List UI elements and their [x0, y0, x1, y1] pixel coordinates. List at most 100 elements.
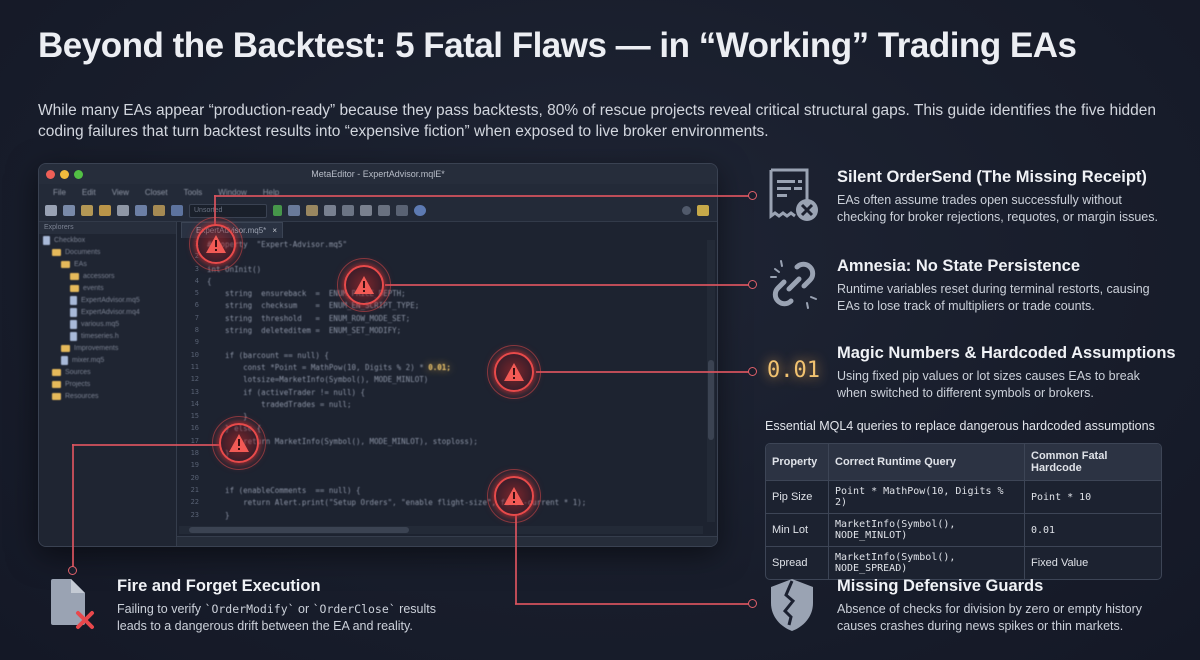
line-number: 20: [190, 473, 199, 482]
line-number: 15: [190, 412, 199, 421]
menu-edit[interactable]: Edit: [81, 187, 96, 197]
connector-line-1: [214, 195, 754, 197]
header-property: Property: [766, 444, 829, 480]
tester-icon[interactable]: [324, 205, 336, 216]
table-row: Pip Size Point * MathPow(10, Digits % 2)…: [766, 480, 1161, 513]
code-line-text: string threshold = ENUM_ROW_MODE_SET;: [207, 313, 411, 323]
new-file-icon[interactable]: [45, 205, 57, 216]
maximize-window-button[interactable]: [74, 169, 83, 179]
line-number: 11: [190, 362, 199, 371]
broken-shield-icon: [771, 579, 813, 631]
warning-marker-2[interactable]: [337, 258, 391, 312]
menu-view[interactable]: View: [111, 187, 129, 197]
table-header-row: Property Correct Runtime Query Common Fa…: [766, 444, 1161, 480]
menu-window[interactable]: Window: [218, 187, 247, 197]
connector-line-3: [536, 371, 754, 373]
tree-item-label: Improvements: [74, 344, 119, 352]
tree-item[interactable]: mixer.mq5: [39, 354, 176, 366]
feature-desc-line: causes crashes during news spikes or thi…: [837, 618, 1124, 633]
stack-icon[interactable]: [378, 205, 390, 216]
tree-item[interactable]: timeseries.h: [39, 330, 176, 342]
menu-file[interactable]: File: [53, 187, 66, 197]
code-line: if (barcount == null) {: [207, 351, 703, 363]
globe-icon[interactable]: [414, 205, 426, 216]
tree-item[interactable]: Sources: [39, 366, 176, 378]
tree-item[interactable]: various.mq5: [39, 318, 176, 330]
code-line: [207, 338, 703, 350]
minimize-window-button[interactable]: [60, 169, 69, 179]
vertical-scroll-thumb[interactable]: [708, 360, 714, 440]
tree-item[interactable]: ExpertAdvisor.mq4: [39, 306, 176, 318]
code-editor[interactable]: ExpertAdvisor.mq5* × 1234567891011121314…: [177, 222, 717, 546]
run-icon[interactable]: [273, 205, 282, 216]
vertical-scrollbar[interactable]: [707, 240, 715, 522]
zoom-icon[interactable]: [342, 205, 354, 216]
tree-item-label: Projects: [65, 380, 91, 388]
toolbar: Unsorted: [39, 200, 717, 222]
chat-icon[interactable]: [360, 205, 372, 216]
tree-item[interactable]: Improvements: [39, 342, 176, 354]
tree-item[interactable]: ExpertAdvisor.mq5: [39, 294, 176, 306]
notes-icon[interactable]: [697, 205, 709, 216]
navigator-icon[interactable]: [153, 205, 165, 216]
window-title: MetaEditor - ExpertAdvisor.mqlE*: [311, 169, 445, 179]
folder-icon: [70, 284, 79, 292]
code-line: #property "Expert-Advisor.mq5": [207, 240, 703, 252]
close-window-button[interactable]: [46, 169, 55, 179]
code-line: } else {: [207, 424, 703, 436]
code-line-text: string checksum = ENUM_EN_SCRIPT_TYPE;: [207, 301, 420, 311]
horizontal-scrollbar[interactable]: [179, 526, 703, 534]
tree-item[interactable]: Projects: [39, 378, 176, 390]
search-icon[interactable]: [682, 206, 691, 215]
code-line-text: }: [207, 510, 230, 520]
cut-icon[interactable]: [99, 205, 111, 216]
line-number: 8: [194, 326, 199, 335]
line-number: 23: [190, 510, 199, 519]
menu-tools[interactable]: Tools: [183, 187, 203, 197]
compile-icon[interactable]: [306, 205, 318, 216]
file-x-icon: [51, 579, 94, 629]
feature-title: Missing Defensive Guards: [837, 577, 1044, 595]
code-text[interactable]: #property "Expert-Advisor.mq5"int OnInit…: [207, 240, 703, 522]
save-icon[interactable]: [63, 205, 75, 216]
debug-icon[interactable]: [288, 205, 300, 216]
feature-description: Absence of checks for division by zero o…: [837, 601, 1142, 634]
warning-marker-1[interactable]: [189, 217, 243, 271]
tree-item[interactable]: Checkbox: [39, 234, 176, 246]
feature-desc-line: Runtime variables reset during terminal …: [837, 282, 1150, 296]
line-number: 3: [194, 264, 199, 273]
copy-icon[interactable]: [117, 205, 129, 216]
horizontal-scroll-thumb[interactable]: [189, 527, 409, 533]
symbol-dropdown[interactable]: Unsorted: [189, 203, 267, 218]
connector-line-4: [72, 444, 220, 446]
tree-item-label: events: [83, 284, 104, 292]
line-number: 16: [190, 424, 199, 433]
paste-icon[interactable]: [135, 205, 147, 216]
code-line: lotsize=MarketInfo(Symbol(), MODE_MINLOT…: [207, 375, 703, 387]
tab-close-icon[interactable]: ×: [272, 226, 277, 235]
tree-item[interactable]: Resources: [39, 390, 176, 402]
tree-item[interactable]: accessors: [39, 270, 176, 282]
open-folder-icon[interactable]: [81, 205, 93, 216]
line-number: 9: [194, 338, 199, 347]
tree-item[interactable]: Documents: [39, 246, 176, 258]
find-icon[interactable]: [171, 205, 183, 216]
warning-marker-5[interactable]: [487, 469, 541, 523]
page-title: Beyond the Backtest: 5 Fatal Flaws — in …: [38, 26, 1077, 65]
layout-icon[interactable]: [396, 205, 408, 216]
tree-item[interactable]: EAs: [39, 258, 176, 270]
warning-marker-3[interactable]: [487, 345, 541, 399]
menu-bar: File Edit View Closet Tools Window Help: [39, 184, 717, 200]
warning-marker-4[interactable]: [212, 416, 266, 470]
line-number: 6: [194, 301, 199, 310]
tree-item-label: various.mq5: [81, 320, 120, 328]
code-line-text: lotsize=MarketInfo(Symbol(), MODE_MINLOT…: [207, 375, 429, 385]
menu-help[interactable]: Help: [262, 187, 280, 197]
code-line: return Alert.print("Setup Orders", "enab…: [207, 498, 703, 510]
cell-property: Spread: [766, 546, 829, 579]
tree-item[interactable]: events: [39, 282, 176, 294]
connector-line-1-drop: [214, 195, 216, 225]
menu-closet[interactable]: Closet: [144, 187, 168, 197]
connector-endpoint-2: [748, 280, 757, 289]
